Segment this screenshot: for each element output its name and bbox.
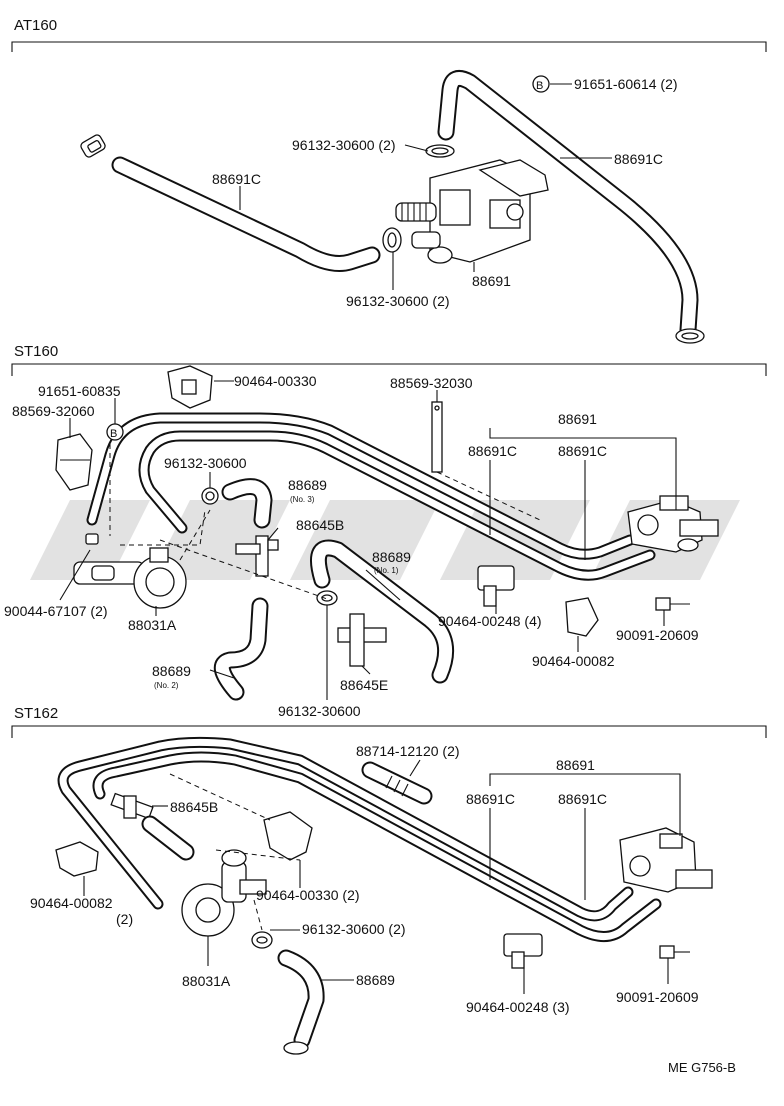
label-90044-67107: 90044-67107 (2) (4, 603, 108, 619)
clip-90464-00082 (565, 597, 599, 637)
section-bracket-at160 (11, 41, 767, 52)
pipe-88691c-lower (138, 430, 656, 581)
label-no2: (No. 2) (154, 681, 179, 690)
label-88645b: 88645B (170, 799, 218, 815)
label-88691c-a: 88691C (468, 443, 517, 459)
label-88691: 88691 (472, 273, 511, 289)
clip-90464-00248 (503, 933, 543, 969)
svg-text:B: B (110, 428, 117, 440)
label-88714-12120: 88714-12120 (2) (356, 743, 460, 759)
label-88691: 88691 (558, 411, 597, 427)
clip-90464-00330 (263, 811, 313, 861)
clip-90464-00248 (477, 565, 515, 607)
joint-88645e (337, 613, 387, 667)
label-90464-00082-qty: (2) (116, 911, 133, 927)
water-cock-88031a (181, 849, 267, 937)
section-st160: ST160 (4, 343, 767, 719)
hose-88689-no2 (213, 597, 269, 701)
hose-88691c-right (437, 69, 699, 339)
water-valve-88691 (395, 159, 549, 264)
pipe-88691c-upper (86, 412, 636, 560)
label-88689-no3: 88689 (288, 477, 327, 493)
hose-clamp-icon (201, 487, 219, 505)
label-90091-20609: 90091-20609 (616, 627, 699, 643)
label-90464-00330: 90464-00330 (2) (256, 887, 360, 903)
b-marker-icon: B (532, 75, 550, 93)
svg-text:B: B (536, 80, 543, 92)
label-88691: 88691 (556, 757, 595, 773)
label-90464-00248: 90464-00248 (3) (466, 999, 570, 1015)
label-90464-00248: 90464-00248 (4) (438, 613, 542, 629)
hose-88714-12120 (361, 761, 433, 805)
label-88689: 88689 (356, 972, 395, 988)
bracket-88569-32030 (431, 401, 443, 473)
water-cock-88031a (73, 547, 187, 609)
label-88569-32030: 88569-32030 (390, 375, 473, 391)
hose-88689-no1 (310, 539, 455, 684)
label-88569-32060: 88569-32060 (12, 403, 95, 419)
clip-90464-00330 (167, 365, 213, 409)
label-91651-60835: 91651-60835 (38, 383, 121, 399)
label-96132-30600: 96132-30600 (164, 455, 247, 471)
hose-clamp-icon (425, 144, 455, 158)
label-88691c-a: 88691C (466, 791, 515, 807)
label-90464-00082: 90464-00082 (532, 653, 615, 669)
section-bracket-st160 (11, 363, 767, 376)
label-88691c-right: 88691C (614, 151, 663, 167)
label-90091-20609: 90091-20609 (616, 989, 699, 1005)
section-bracket-st162 (11, 725, 767, 738)
section-st162: ST162 (11, 705, 767, 1055)
pipe-88691c-upper (57, 736, 634, 922)
b-marker-icon: B (106, 423, 124, 441)
bolt-90091-20609 (659, 945, 690, 959)
clip-90044-67107-icon (85, 533, 99, 545)
label-88645b: 88645B (296, 517, 344, 533)
hose-clamp-icon (283, 1041, 309, 1055)
label-91651-60614: 91651-60614 (2) (574, 76, 678, 92)
hose-clamp-icon (80, 134, 106, 158)
clip-88569-32060 (55, 433, 93, 491)
label-88031a: 88031A (182, 973, 231, 989)
label-88691c-b: 88691C (558, 791, 607, 807)
label-96132-30600-bottom: 96132-30600 (2) (346, 293, 450, 309)
label-96132-30600-top: 96132-30600 (2) (292, 137, 396, 153)
label-90464-00330: 90464-00330 (234, 373, 317, 389)
hose-88689 (277, 949, 325, 1049)
clip-90464-00082 (55, 841, 99, 877)
section-at160: AT160 (11, 17, 767, 344)
label-96132-30600-bottom: 96132-30600 (278, 703, 361, 719)
label-88691c-left: 88691C (212, 171, 261, 187)
hose-clamp-icon (675, 328, 705, 344)
label-88691c-b: 88691C (558, 443, 607, 459)
joint-88645b (235, 535, 279, 577)
figure-code: ME G756-B (668, 1060, 736, 1075)
section-title-st160: ST160 (14, 343, 58, 360)
joint-88645b (110, 792, 154, 820)
section-title-st162: ST162 (14, 705, 58, 722)
label-88031a: 88031A (128, 617, 177, 633)
hose-clamp-icon (382, 227, 402, 253)
section-title-at160: AT160 (14, 17, 57, 34)
label-96132-30600: 96132-30600 (2) (302, 921, 406, 937)
hose-clamp-icon (316, 590, 338, 606)
label-88645e: 88645E (340, 677, 388, 693)
label-88689-no1: 88689 (372, 549, 411, 565)
hose-88691c-left (111, 156, 381, 272)
bolt-90091-20609 (655, 597, 690, 611)
label-no1: (No. 1) (374, 566, 399, 575)
hose-88689-no3 (221, 478, 273, 529)
water-valve-88691 (627, 495, 719, 553)
water-valve-88691 (619, 827, 713, 893)
hose-short (141, 815, 195, 861)
pipe-88691c-lower (92, 751, 662, 942)
label-88689-no2: 88689 (152, 663, 191, 679)
label-no3: (No. 3) (290, 495, 315, 504)
hose-clamp-icon (251, 931, 273, 949)
label-90464-00082: 90464-00082 (30, 895, 113, 911)
